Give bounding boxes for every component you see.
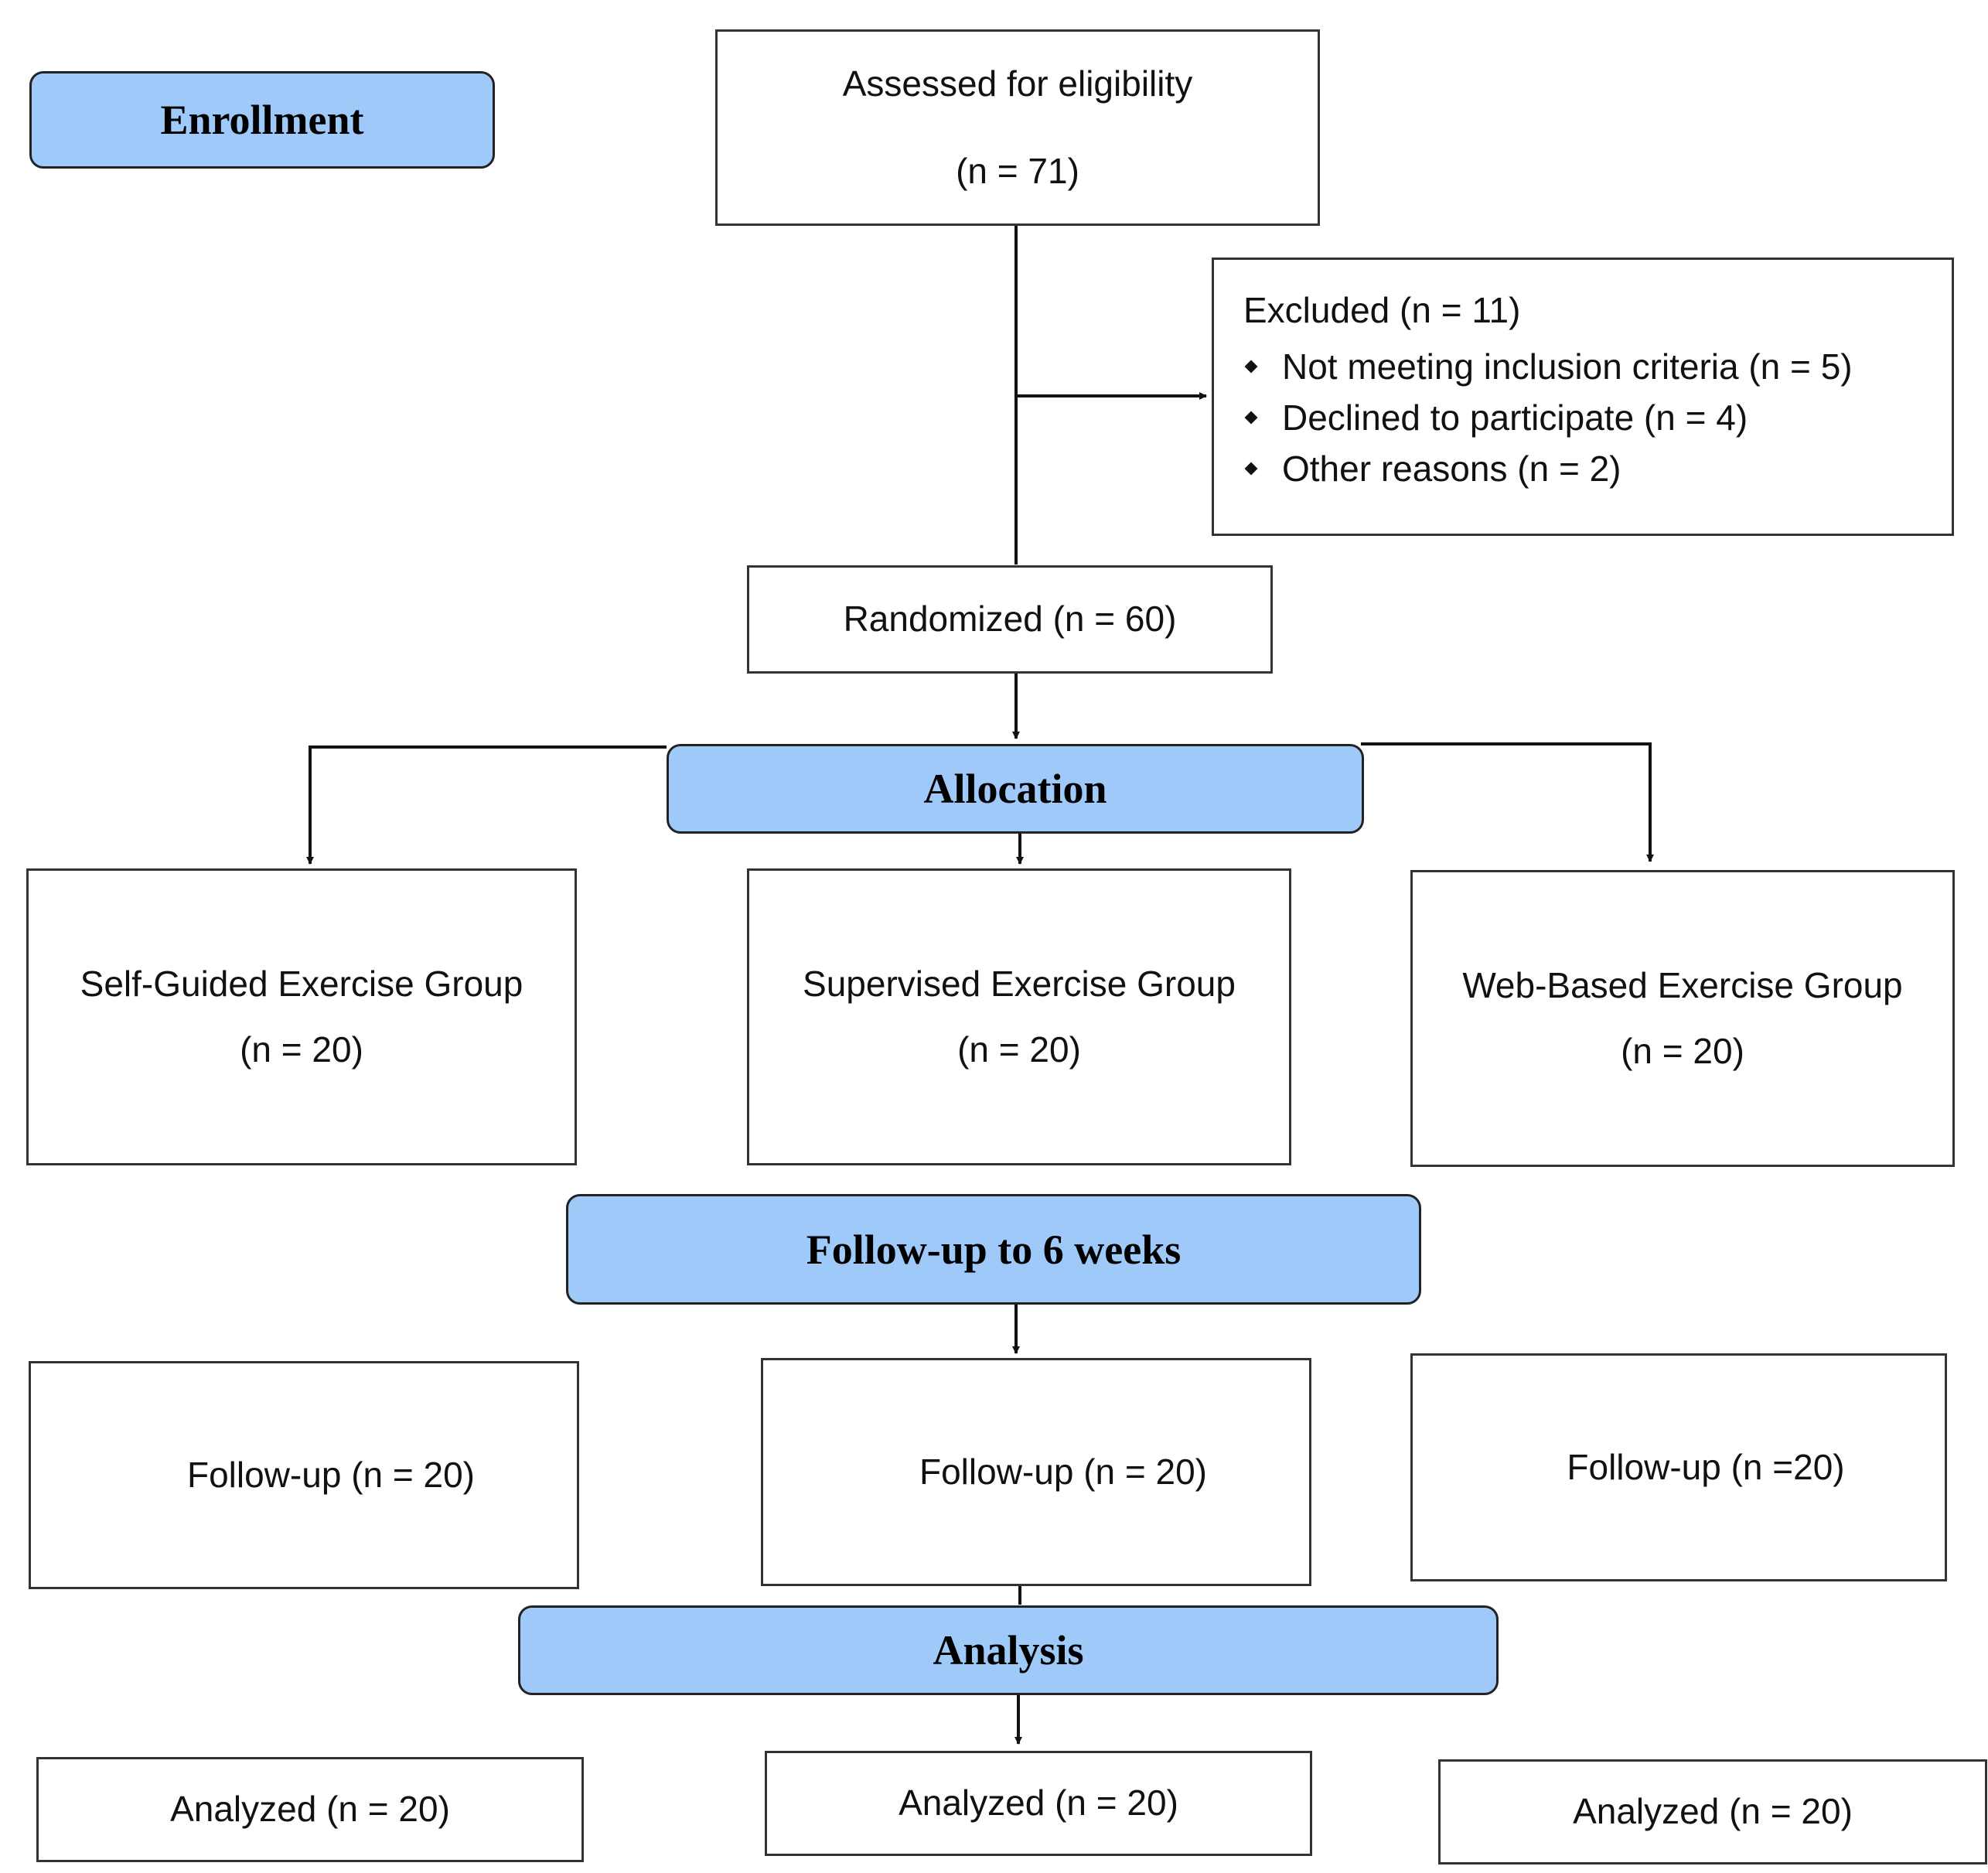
group-count: (n = 20) xyxy=(957,1029,1081,1070)
followup-label: Follow-up (n = 20) xyxy=(187,1454,475,1495)
excluded-reason: Other reasons (n = 2) xyxy=(1243,443,1853,494)
assessed-count: (n = 71) xyxy=(956,151,1079,191)
followup-box-self-guided: Follow-up (n = 20) xyxy=(29,1361,579,1589)
analyzed-label: Analyzed (n = 20) xyxy=(899,1783,1178,1824)
assessed-label: Assessed for eligibility xyxy=(842,63,1193,104)
analyzed-label: Analyzed (n = 20) xyxy=(1573,1791,1853,1832)
excluded-reason: Declined to participate (n = 4) xyxy=(1243,392,1853,443)
group-count: (n = 20) xyxy=(240,1029,363,1070)
excluded-title: Excluded (n = 11) xyxy=(1243,290,1521,330)
arrow-to-group-left xyxy=(306,745,667,865)
bullet-icon xyxy=(1244,462,1258,476)
bullet-icon xyxy=(1244,360,1258,374)
followup-label: Follow-up (n =20) xyxy=(1567,1446,1845,1487)
analyzed-box-supervised: Analyzed (n = 20) xyxy=(765,1751,1312,1856)
excluded-box: Excluded (n = 11) Not meeting inclusion … xyxy=(1212,258,1954,536)
randomized-label: Randomized (n = 60) xyxy=(843,599,1177,640)
group-count: (n = 20) xyxy=(1621,1031,1744,1071)
followup-label: Follow-up (n = 20) xyxy=(919,1451,1207,1492)
excluded-reason: Not meeting inclusion criteria (n = 5) xyxy=(1243,341,1853,392)
group-box-supervised: Supervised Exercise Group (n = 20) xyxy=(747,868,1291,1165)
analyzed-label: Analyzed (n = 20) xyxy=(170,1789,450,1830)
arrow-to-group-right xyxy=(1361,742,1654,862)
randomized-box: Randomized (n = 60) xyxy=(747,565,1273,674)
allocation-label: Allocation xyxy=(667,744,1364,834)
followup-box-supervised: Follow-up (n = 20) xyxy=(761,1358,1311,1586)
follow-up-label: Follow-up to 6 weeks xyxy=(566,1194,1421,1305)
group-box-self-guided: Self-Guided Exercise Group (n = 20) xyxy=(26,868,577,1165)
bullet-icon xyxy=(1244,411,1258,425)
group-name: Supervised Exercise Group xyxy=(803,963,1236,1004)
enrollment-label: Enrollment xyxy=(29,71,495,169)
excluded-reasons: Not meeting inclusion criteria (n = 5) D… xyxy=(1243,341,1853,494)
group-name: Self-Guided Exercise Group xyxy=(80,963,523,1004)
analyzed-box-web-based: Analyzed (n = 20) xyxy=(1438,1759,1987,1864)
followup-box-web-based: Follow-up (n =20) xyxy=(1410,1353,1947,1581)
analyzed-box-self-guided: Analyzed (n = 20) xyxy=(36,1757,584,1862)
group-name: Web-Based Exercise Group xyxy=(1462,964,1903,1005)
group-box-web-based: Web-Based Exercise Group (n = 20) xyxy=(1410,870,1955,1167)
analysis-label: Analysis xyxy=(518,1605,1499,1695)
assessed-box: Assessed for eligibility (n = 71) xyxy=(715,29,1320,226)
